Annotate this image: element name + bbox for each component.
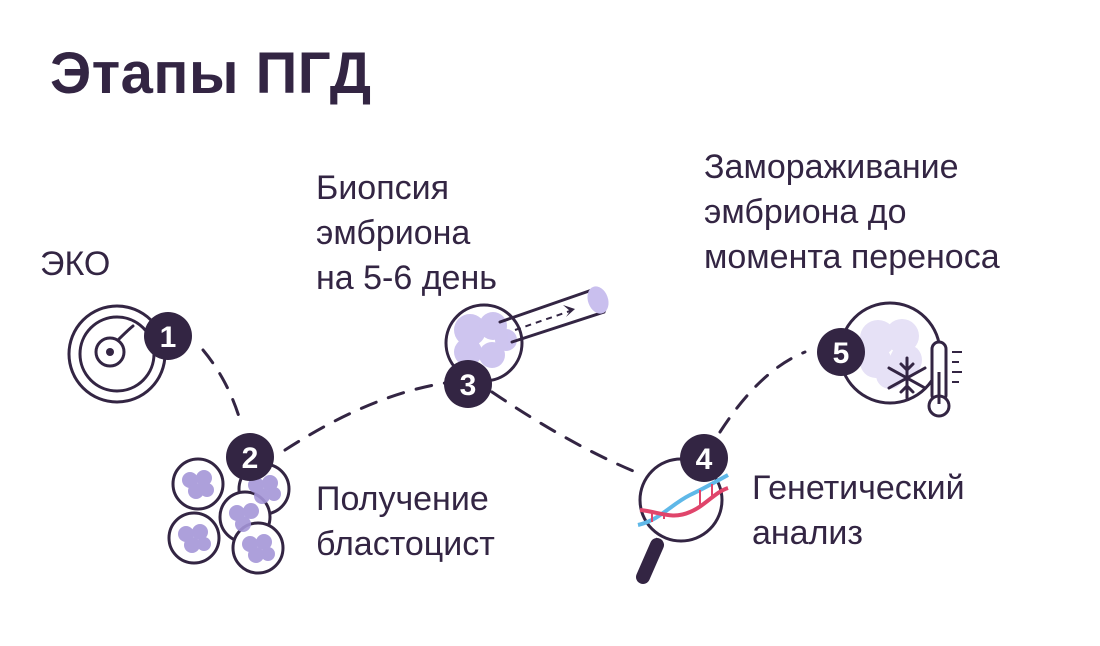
step-5-label: Замораживание эмбриона до момента перено… [704,145,1000,280]
step-5-badge: 5 [817,328,865,376]
step-3-label: Биопсия эмбриона на 5-6 день [316,166,497,301]
step-1-badge: 1 [144,312,192,360]
step-5-label-line: Замораживание [704,148,959,186]
step-4-label-line: Генетический [752,469,965,507]
step-3-label-line: эмбриона [316,214,471,252]
blastocysts-icon [167,457,291,575]
step-2-label: Получение бластоцист [316,477,495,567]
step-2-number: 2 [242,442,259,475]
step-1-number: 1 [160,321,177,354]
step-5-label-line: эмбриона до [704,193,907,231]
step-2-label-line: Получение [316,480,489,518]
step-3-badge: 3 [444,360,492,408]
step-2-label-line: бластоцист [316,525,495,563]
step-1-label: ЭКО [40,242,110,287]
connector-path [201,348,807,477]
step-4-label-line: анализ [752,514,864,552]
step-3-number: 3 [460,369,477,402]
step-4-label: Генетический анализ [752,466,965,556]
step-3-label-line: Биопсия [316,169,450,207]
step-4-number: 4 [696,443,713,476]
page-title: Этапы ПГД [50,41,372,106]
step-2-badge: 2 [226,433,274,481]
step-5-label-line: момента переноса [704,238,1000,276]
step-1-label-line: ЭКО [40,245,111,283]
step-3-label-line: на 5-6 день [316,259,497,297]
step-4-badge: 4 [680,434,728,482]
step-5-number: 5 [833,337,850,370]
snowflake-thermometer-icon [838,301,962,418]
